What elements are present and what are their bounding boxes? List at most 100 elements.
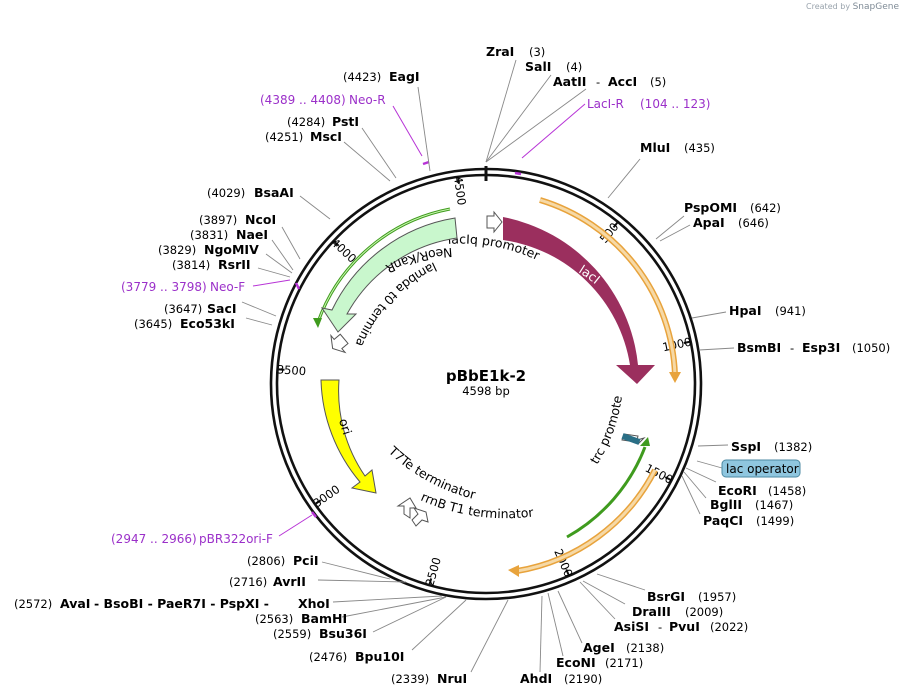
enzyme-econi[interactable]: EcoNI: [556, 655, 596, 670]
enzyme-bsaai[interactable]: BsaAI: [254, 185, 294, 200]
enzyme-acci[interactable]: AccI: [608, 74, 637, 89]
enzyme-avrii[interactable]: AvrII: [273, 574, 306, 589]
enzyme-econi-pos: (2171): [605, 656, 643, 670]
tick-label-4500: 4500: [451, 175, 469, 206]
enzyme-bsmbi[interactable]: BsmBI: [737, 340, 781, 355]
enzyme-psti-pos: (4284): [287, 115, 325, 129]
ori-feature: [320, 379, 377, 494]
enzyme-nrui[interactable]: NruI: [437, 671, 467, 686]
enzyme-msci[interactable]: MscI: [310, 129, 342, 144]
orf-arrow-bottom: [516, 468, 658, 574]
enzyme-labels: ZraI (3) SalI (4) AatII - AccI (5) MluI …: [14, 44, 890, 686]
green-arrow-right: [566, 446, 647, 539]
enzyme-ecori-pos: (1458): [768, 484, 806, 498]
enzyme-draiii-pos: (2009): [685, 605, 723, 619]
enzyme-ahdi[interactable]: AhdI: [520, 671, 552, 686]
primer-pbr322ori-f[interactable]: pBR322ori-F: [199, 532, 273, 546]
enzyme-eagi-pos: (4423): [343, 70, 381, 84]
snapgene-logo-text: SnapGene: [852, 2, 899, 12]
enzyme-bsmbi-pos: (1050): [852, 341, 890, 355]
enzyme-apai[interactable]: ApaI: [693, 215, 725, 230]
enzyme-bglii[interactable]: BglII: [710, 497, 742, 512]
enzyme-asisi[interactable]: AsiSI: [614, 619, 649, 634]
tick-mark-4000: [332, 239, 340, 247]
enzyme-xhoi[interactable]: XhoI: [298, 596, 330, 611]
enzyme-mlui[interactable]: MluI: [640, 140, 670, 155]
tick-mark-1000: [683, 340, 692, 344]
enzyme-ecori[interactable]: EcoRI: [718, 483, 757, 498]
enzyme-hpai[interactable]: HpaI: [729, 303, 762, 318]
enzyme-bamhi-pos: (2563): [255, 612, 293, 626]
t7te-terminator-arrow: [396, 497, 417, 519]
pbr322ori-f-primer-mark: [311, 511, 317, 518]
enzyme-psppomi[interactable]: PspOMI: [684, 200, 737, 215]
lambda-terminator-label: lambda t0 terminator: [0, 0, 439, 349]
enzyme-pvui[interactable]: PvuI: [669, 619, 700, 634]
enzyme-bamhi[interactable]: BamHI: [301, 611, 347, 626]
enzyme-avai[interactable]: AvaI: [60, 596, 90, 611]
enzyme-sspi-pos: (1382): [774, 440, 812, 454]
enzyme-aatii-pos: (5): [650, 75, 666, 89]
enzyme-paqci[interactable]: PaqCI: [703, 513, 743, 528]
enzyme-sali[interactable]: SalI: [525, 59, 551, 74]
lac-operator-leader: [696, 460, 723, 469]
enzyme-bpu10i[interactable]: Bpu10I: [355, 649, 404, 664]
enzyme-agei-pos: (2138): [626, 641, 664, 655]
tick-label-2500: 2500: [422, 556, 443, 588]
enzyme-ncoi[interactable]: NcoI: [245, 212, 276, 227]
snapgene-credit: Created by SnapGene: [806, 2, 899, 12]
enzyme-pcii[interactable]: PciI: [293, 553, 319, 568]
lac-operator-block: [621, 433, 641, 445]
enzyme-sspi[interactable]: SspI: [731, 439, 761, 454]
primer-pbr322ori-f-range: (2947 .. 2966): [111, 532, 197, 546]
green-arrowhead-right: [640, 437, 650, 446]
enzyme-psppomi-pos: (642): [750, 201, 781, 215]
enzyme-psti[interactable]: PstI: [332, 114, 359, 129]
primer-neo-f[interactable]: Neo-F: [210, 280, 245, 294]
enzyme-bglii-pos: (1467): [755, 498, 793, 512]
orf-arrow-right-inner: [539, 198, 677, 376]
plasmid-name: pBbE1k-2: [446, 367, 526, 385]
primer-neo-r[interactable]: Neo-R: [349, 93, 386, 107]
primer-labels: LacI-R (104 .. 123) (4389 .. 4408) Neo-R…: [111, 93, 710, 546]
enzyme-naei[interactable]: NaeI: [236, 227, 268, 242]
lac-operator-label: lac operator: [726, 462, 799, 476]
enzyme-leader-lines: [241, 59, 735, 673]
plasmid-size: 4598 bp: [462, 384, 510, 398]
tick-marks: [276, 175, 692, 587]
laci-feature: [503, 217, 655, 384]
enzyme-zrai[interactable]: ZraI: [486, 44, 514, 59]
enzyme-draiii[interactable]: DraIII: [632, 604, 671, 619]
enzyme-aatii[interactable]: AatII: [553, 74, 586, 89]
enzyme-bsrgi-pos: (1957): [698, 590, 736, 604]
primer-neo-f-range: (3779 .. 3798): [121, 280, 207, 294]
enzyme-naei-pos: (3831): [190, 228, 228, 242]
enzyme-nrui-pos: (2339): [391, 672, 429, 686]
enzyme-esp3i[interactable]: Esp3I: [802, 340, 840, 355]
enzyme-mlui-pos: (435): [684, 141, 715, 155]
enzyme-bsaai-pos: (4029): [207, 186, 245, 200]
enzyme-agei[interactable]: AgeI: [583, 640, 615, 655]
enzyme-avai-group[interactable]: - BsoBI - PaeR7I - PspXI -: [94, 596, 269, 611]
tick-label-1000: 1000: [661, 335, 693, 355]
enzyme-paqci-pos: (1499): [756, 514, 794, 528]
enzyme-ngomiv[interactable]: NgoMIV: [204, 242, 259, 257]
enzyme-bsu36i[interactable]: Bsu36I: [319, 626, 367, 641]
enzyme-saci[interactable]: SacI: [207, 301, 237, 316]
enzyme-bsrgi[interactable]: BsrGI: [647, 589, 685, 604]
green-arrowhead-left: [313, 318, 322, 328]
enzyme-eco53ki-pos: (3645): [134, 317, 172, 331]
lac-operator-badge[interactable]: [721, 459, 801, 478]
enzyme-aatii-sep: -: [596, 75, 600, 89]
enzyme-eagi[interactable]: EagI: [389, 69, 420, 84]
tick-mark-2000: [565, 568, 571, 578]
tick-mark-2500: [428, 578, 433, 587]
enzyme-rsrii[interactable]: RsrII: [218, 257, 251, 272]
enzyme-eco53ki[interactable]: Eco53kI: [180, 316, 235, 331]
ori-label: ori: [336, 417, 355, 437]
rrnb-terminator-arrow: [411, 507, 429, 527]
primer-laci-r[interactable]: LacI-R: [587, 97, 624, 111]
orf-arrowhead-right: [669, 372, 681, 383]
rrnb-terminator-label: rrnB T1 terminator: [419, 489, 535, 521]
primer-leader-lines: [252, 103, 586, 537]
